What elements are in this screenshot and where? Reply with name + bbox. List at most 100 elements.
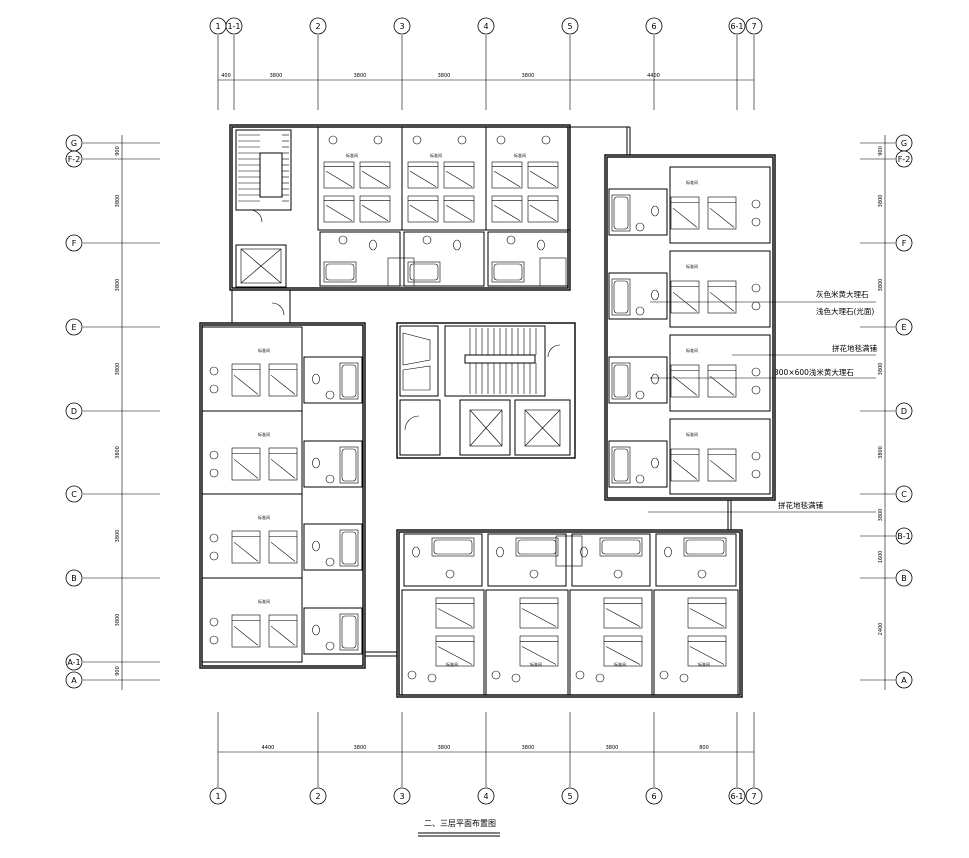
room-label: 标准间	[346, 152, 358, 158]
bed	[359, 161, 391, 189]
bed-fold	[521, 646, 557, 665]
bed	[670, 196, 700, 230]
east-wing-inner	[606, 156, 774, 499]
dim-top: 4400	[647, 73, 660, 79]
dim-right: 1600	[878, 551, 884, 564]
col-axis-top-label: 3	[399, 22, 404, 31]
dim-right: 2400	[878, 623, 884, 636]
bed-fold	[325, 204, 353, 221]
room	[485, 589, 569, 696]
bathroom	[571, 533, 651, 587]
toilet	[312, 540, 320, 552]
drawing-title: 二、三层平面布置图	[424, 818, 496, 828]
col-axis-bottom-label: 4	[483, 792, 488, 801]
central-core-outline	[396, 322, 576, 459]
sink	[529, 569, 539, 579]
row-axis-left	[65, 402, 83, 420]
sink	[635, 222, 645, 232]
col-axis-bottom-label: 3	[399, 792, 404, 801]
shaft	[387, 257, 415, 287]
bed-fold	[233, 541, 259, 562]
dim-top: 400	[221, 73, 231, 79]
room-label: 标准间	[614, 661, 626, 667]
stair-core	[259, 152, 283, 198]
annotation-2: 浅色大理石(光面)	[816, 306, 874, 316]
bed-fold	[233, 458, 259, 479]
col-axis-bottom	[477, 787, 495, 805]
bed	[670, 448, 700, 482]
bathtub	[407, 261, 441, 283]
toilet	[453, 239, 461, 251]
annotations: 灰色米黄大理石 浅色大理石(光面) 拼花地毯满铺 300×600浅米黄大理石 拼…	[648, 289, 877, 513]
bed-fold	[529, 170, 557, 187]
col-axis-bottom-label: 6	[651, 792, 656, 801]
bed-fold	[605, 608, 641, 627]
bathroom	[608, 440, 668, 488]
bathtub	[611, 278, 631, 316]
bed-fold	[437, 608, 473, 627]
bed-fold	[605, 646, 641, 665]
chair	[751, 301, 761, 311]
bed-fold	[437, 646, 473, 665]
dim-top: 3800	[522, 73, 535, 79]
bathtub	[611, 362, 631, 400]
row-axis-right	[895, 234, 913, 252]
bathtub-inner	[341, 531, 357, 565]
row-axis-right-label: E	[901, 323, 906, 332]
chair	[412, 135, 422, 145]
door-swing	[249, 209, 263, 223]
bed	[707, 448, 737, 482]
bathroom	[608, 356, 668, 404]
stair-well	[235, 129, 292, 211]
toilet	[496, 546, 504, 558]
room-label: 标准间	[514, 152, 526, 158]
toilet	[412, 546, 420, 558]
bed-fold	[672, 375, 698, 396]
col-axis-bottom	[745, 787, 763, 805]
elevator-shaft	[514, 399, 571, 456]
door-swing	[547, 344, 561, 358]
bed	[519, 635, 559, 667]
toilet	[651, 289, 659, 301]
dim-right: 3800	[878, 446, 884, 459]
chair	[751, 199, 761, 209]
row-axis-left	[65, 653, 83, 671]
chair	[541, 135, 551, 145]
room	[653, 589, 739, 696]
bed-fold	[493, 204, 521, 221]
dim-right: 3800	[878, 363, 884, 376]
bathroom	[655, 533, 737, 587]
row-axis-right-label: D	[901, 407, 907, 416]
room-label: 标准间	[686, 263, 698, 269]
bed-fold	[270, 458, 296, 479]
col-axis-top-label: 6-1	[730, 22, 743, 31]
bathroom	[303, 440, 363, 488]
dim-left: 3800	[115, 446, 121, 459]
guest-rooms: 标准间标准间标准间标准间标准间标准间标准间标准间标准间标准间标准间标准间标准间标…	[201, 126, 771, 696]
row-axis-right	[895, 671, 913, 689]
bed	[491, 161, 523, 189]
col-axis-top	[745, 17, 763, 35]
bed-fold	[361, 170, 389, 187]
bathroom	[303, 523, 363, 571]
toilet	[651, 205, 659, 217]
north-stair	[235, 129, 292, 316]
bed	[268, 614, 298, 648]
bathtub-inner	[613, 196, 629, 230]
bed	[707, 364, 737, 398]
room-label: 标准间	[686, 431, 698, 437]
bed	[268, 447, 298, 481]
bathtub-inner	[613, 364, 629, 398]
row-axis-left	[65, 318, 83, 336]
bed	[231, 447, 261, 481]
room-label: 标准间	[258, 514, 270, 520]
bed-fold	[672, 459, 698, 480]
row-axis-left-label: E	[71, 323, 76, 332]
bed	[231, 363, 261, 397]
bathtub	[491, 261, 525, 283]
row-axis-left	[65, 150, 83, 168]
chair	[679, 673, 689, 683]
row-axis-right	[895, 569, 913, 587]
bathtub	[515, 537, 559, 557]
